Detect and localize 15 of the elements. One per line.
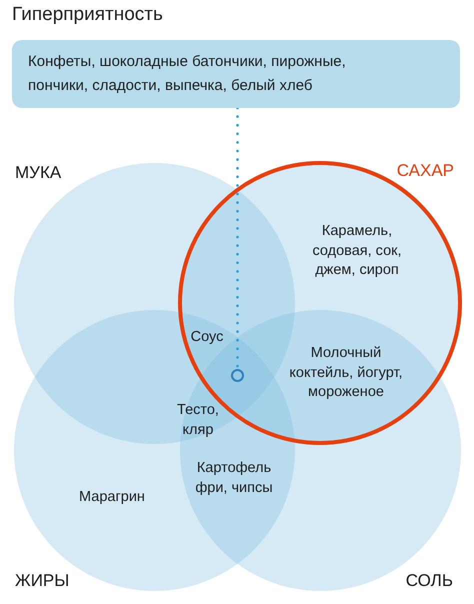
circle-label: МУКА	[15, 163, 62, 183]
circle-label: САХАР	[396, 161, 454, 181]
dotted-leader-line	[236, 106, 239, 370]
region-label: Карамель, содовая, сок, джем, сироп	[311, 222, 403, 280]
food-list-text: Конфеты, шоколадные батончики, пирожные, пончики, сладости, выпечка, белый хлеб	[28, 52, 347, 96]
target-ring	[231, 369, 244, 382]
diagram-title: Гиперприятность	[12, 3, 163, 27]
callout-panel	[12, 40, 460, 108]
region-label: Марагрин	[78, 488, 146, 507]
circle-label: ЖИРЫ	[15, 571, 70, 591]
region-label: Молочный коктейль, йогурт, мороженое	[288, 344, 404, 402]
region-label: Картофель фри, чипсы	[194, 459, 274, 498]
region-label: Тесто, кляр	[176, 401, 220, 440]
region-label: Соус	[190, 328, 224, 347]
circle-label: СОЛЬ	[406, 571, 453, 591]
